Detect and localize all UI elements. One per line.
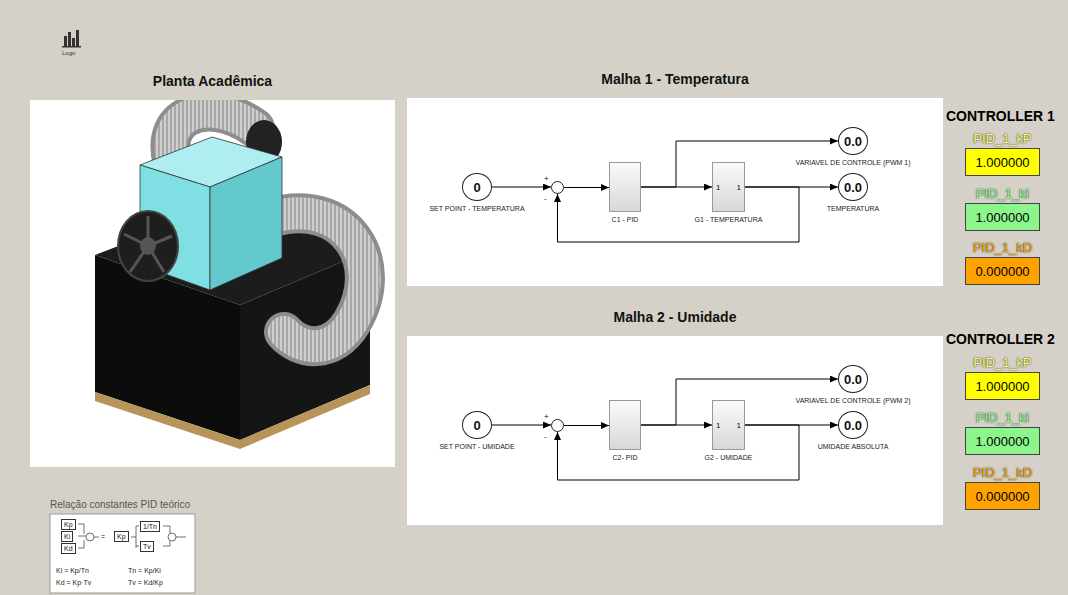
sum-junction: +- (551, 419, 564, 432)
port-number: 1 (716, 421, 720, 430)
plant-panel: Planta Acadêmica (30, 100, 395, 467)
gain-value: 1.000000 (975, 379, 1029, 394)
gain-name: PID_1_kP (973, 355, 1032, 370)
formula-text: Ki = Kp/Tn (56, 566, 89, 575)
gain-field: PID_1_kD0.000000 (965, 257, 1040, 285)
gain-field: PID_1_kI1.000000 (965, 427, 1040, 455)
display-value: 0 (473, 418, 480, 433)
signal-label: UMIDADE ABSOLUTA (818, 443, 889, 450)
gain-field: PID_1_kD0.000000 (965, 482, 1040, 510)
gain-box-label: 1/Tn (140, 521, 160, 532)
port-number: 1 (737, 183, 741, 192)
formula-text: Kd = Kp·Tv (56, 578, 91, 587)
sum-junction: +- (551, 181, 564, 194)
formula-text: Tv = Kd/Kp (128, 578, 163, 587)
logo-icon (62, 30, 81, 48)
block-label: G2 - UMIDADE (705, 454, 753, 461)
gain-box-label: Tv (140, 541, 154, 552)
signal-line (492, 187, 551, 188)
sign-label: + (544, 175, 549, 183)
signal-label: TEMPERATURA (827, 205, 879, 212)
gain-value: 1.000000 (975, 434, 1029, 449)
display-value: 0.0 (844, 180, 862, 195)
signal-label: SET POINT - UMIDADE (439, 443, 514, 450)
output-display: 0.0UMIDADE ABSOLUTA (838, 411, 868, 439)
plant-illustration (30, 100, 395, 467)
setpoint-display: 0SET POINT - TEMPERATURA (462, 173, 492, 201)
gain-field: PID_1_kP1.000000 (965, 372, 1040, 400)
display-value: 0.0 (844, 372, 862, 387)
signal-label: SET POINT - TEMPERATURA (429, 205, 524, 212)
signal-line (492, 425, 551, 426)
port-number: 1 (716, 183, 720, 192)
gain-name: PID_1_kD (973, 465, 1032, 480)
signal-label: VARIAVEL DE CONTROLE (PWM 1) (795, 159, 910, 166)
gain-name: PID_1_kI (976, 410, 1029, 425)
pid-block: C2- PID (609, 400, 641, 450)
plant-block: 11G1 - TEMPERATURA (712, 162, 745, 212)
loop-panel: Malha 1 - Temperatura0SET POINT - TEMPER… (407, 98, 943, 286)
gain-name: PID_1_kD (973, 240, 1032, 255)
gain-name: PID_1_kI (976, 186, 1029, 201)
gain-field: PID_1_kI1.000000 (965, 203, 1040, 231)
setpoint-display: 0SET POINT - UMIDADE (462, 411, 492, 439)
loop-panel: Malha 2 - Umidade0SET POINT - UMIDADE+-C… (407, 336, 943, 525)
block-label: C2- PID (613, 454, 638, 461)
panel-title: Malha 1 - Temperatura (407, 71, 943, 87)
controller-title: CONTROLLER 1 (946, 108, 1055, 124)
sign-label: + (544, 413, 549, 421)
port-number: 1 (737, 421, 741, 430)
pwm-display: 0.0VARIAVEL DE CONTROLE (PWM 1) (838, 127, 868, 155)
block-label: C1 - PID (612, 216, 639, 223)
logo-caption: Logo (62, 50, 75, 56)
signal-line (558, 425, 800, 480)
gain-value: 0.000000 (975, 489, 1029, 504)
plant-block: 11G2 - UMIDADE (712, 400, 745, 450)
signal-line (564, 425, 609, 426)
signal-line (558, 187, 800, 242)
sign-label: - (544, 195, 547, 203)
formula-text: Tn = Kp/Ki (128, 566, 161, 575)
connector-layer (30, 100, 395, 467)
equals-sign: = (101, 532, 105, 541)
gain-name: PID_1_kP (973, 131, 1032, 146)
display-value: 0.0 (844, 134, 862, 149)
gain-box-label: Kp (114, 531, 129, 542)
image-caption: Relação constantes PID teórico (50, 499, 190, 510)
display-value: 0 (473, 180, 480, 195)
gain-box-label: Kd (61, 543, 76, 554)
controller-title: CONTROLLER 2 (946, 331, 1055, 347)
panel-title: Planta Acadêmica (30, 73, 395, 89)
gain-box-label: Kp (61, 519, 76, 530)
signal-label: VARIAVEL DE CONTROLE (PWM 2) (795, 397, 910, 404)
sign-label: - (544, 433, 547, 441)
pwm-display: 0.0VARIAVEL DE CONTROLE (PWM 2) (838, 365, 868, 393)
gain-field: PID_1_kP1.000000 (965, 148, 1040, 176)
display-value: 0.0 (844, 418, 862, 433)
signal-line (564, 187, 609, 188)
gain-value: 0.000000 (975, 264, 1029, 279)
panel-title: Malha 2 - Umidade (407, 309, 943, 325)
pid-block: C1 - PID (609, 162, 641, 212)
gain-box-label: Ki (61, 531, 73, 542)
gain-value: 1.000000 (975, 155, 1029, 170)
gain-value: 1.000000 (975, 210, 1029, 225)
output-display: 0.0TEMPERATURA (838, 173, 868, 201)
block-label: G1 - TEMPERATURA (695, 216, 763, 223)
pid-relation-image (50, 514, 195, 593)
